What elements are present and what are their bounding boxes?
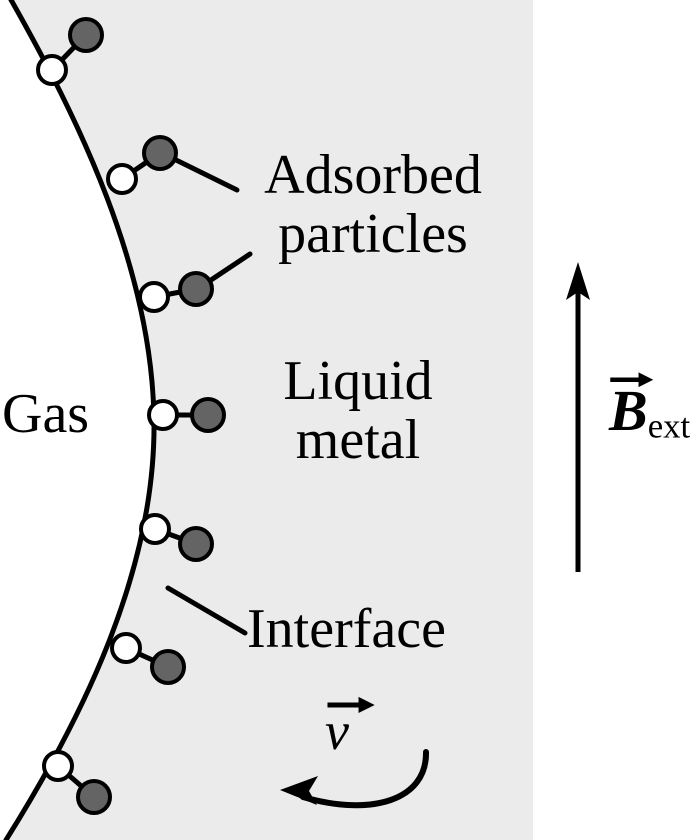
b-field-vector-symbol: B: [609, 372, 654, 443]
liquid-label-line-2: metal: [295, 409, 421, 472]
gas-particle: [139, 513, 171, 545]
adsorbed-particle: [190, 397, 226, 433]
annotation-label-interface: Interface: [247, 598, 446, 660]
liquid-label-line-1: Liquid: [283, 350, 433, 412]
adsorbed-particle: [142, 135, 178, 171]
gas-particles: [36, 54, 179, 782]
leader-lines: [165, 155, 253, 636]
adsorbed-label-line-2: particles: [278, 203, 468, 266]
adsorbed-particle: [76, 779, 112, 815]
vector-arrow-overbar-icon: [327, 696, 375, 714]
liquid-metal-region: [6, 0, 533, 840]
adsorbed-leader-2-line: [205, 251, 253, 285]
gas-particle: [147, 399, 179, 431]
adsorbed-leader-1-line: [169, 155, 240, 193]
adsorbed-particle: [68, 17, 104, 53]
adsorbed-particle: [150, 649, 186, 685]
adsorbed-particle: [178, 271, 214, 307]
velocity-arrow-head: [280, 776, 318, 805]
vector-arrow-overbar-icon: [610, 372, 654, 387]
gas-particle: [36, 54, 68, 86]
adsorbed-particles: [68, 17, 226, 815]
velocity-vector-symbol: v: [325, 696, 375, 761]
interface-leader-line: [165, 585, 248, 636]
gas-particle: [110, 632, 142, 664]
velocity-arrow: [280, 749, 430, 809]
b-field-subscript: ext: [647, 406, 691, 446]
adsorbed-label-line-1: Adsorbed: [264, 144, 482, 206]
b-field-letter: B: [609, 378, 648, 443]
adsorbed-particle: [178, 526, 214, 562]
b-field-arrow-head: [566, 262, 590, 300]
velocity-letter: v: [325, 701, 349, 761]
velocity-label: v: [325, 696, 375, 761]
gas-particle: [106, 163, 138, 195]
b-field-arrow: [566, 262, 590, 572]
velocity-arrow-shaft: [300, 749, 430, 809]
b-field-label: Bext: [609, 372, 691, 446]
region-label-gas: Gas: [2, 383, 90, 445]
gas-particle: [138, 281, 170, 313]
gas-particle: [42, 750, 74, 782]
